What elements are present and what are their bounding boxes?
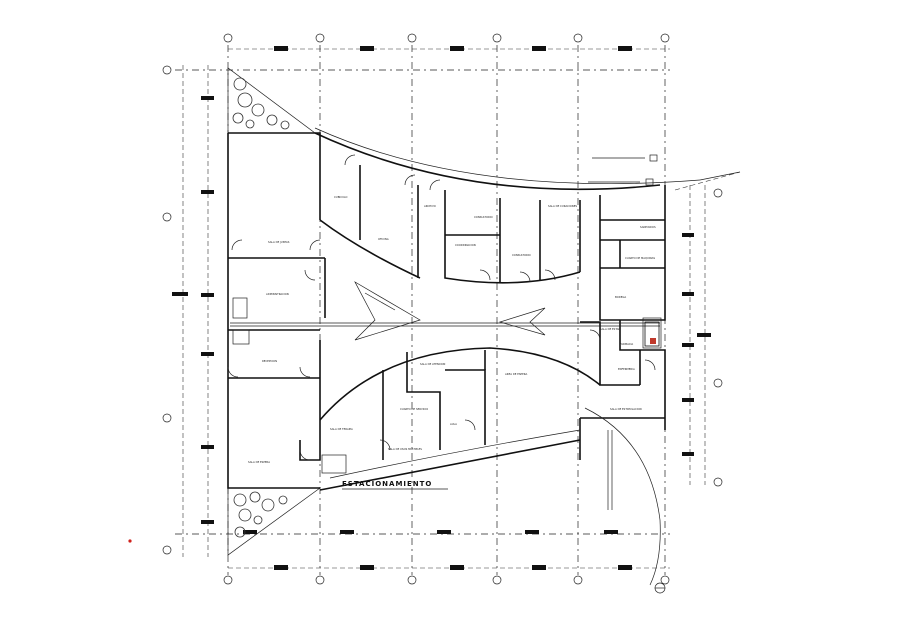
room-label: OFICINA	[378, 237, 389, 241]
room-label: SALA DE ATENCION	[420, 362, 445, 366]
room-label: AULA	[450, 422, 457, 426]
planter-bottom-left	[227, 487, 322, 556]
north-arrow-symbol	[654, 582, 666, 594]
room-label: SANITARIOS	[640, 225, 656, 229]
room-label: ENFERMERIA	[618, 367, 635, 371]
exterior-walkway	[584, 407, 661, 586]
room-label: CONSULTORIO	[474, 215, 493, 219]
entrance-arrow-right	[498, 307, 546, 336]
room-label: FARMACIA	[620, 342, 633, 346]
top-grid-bubbles	[162, 33, 723, 585]
legend-marks	[588, 154, 658, 186]
room-label: AREA DE ESPERA	[505, 372, 527, 376]
room-label: CUARTO DE MAQUINAS	[625, 256, 655, 260]
room-label: SALA DE ESPERA	[248, 460, 270, 464]
origin-marker	[128, 539, 132, 543]
room-labels: SALA DE ESPERA RECEPCION ADMINISTRACION …	[248, 195, 656, 464]
room-label: SALA DE ESTIMULACION	[610, 407, 642, 411]
corridor-axis	[230, 322, 660, 327]
room-label: CONSULTORIO	[512, 253, 531, 257]
room-label: SALA DE USOS MULTIPLES	[388, 447, 422, 451]
room-label: ARCHIVO	[424, 204, 436, 208]
left-dimension-lines	[182, 65, 741, 557]
top-dimension-line	[228, 48, 670, 569]
entrance-arrow-left	[354, 281, 421, 341]
room-label: RECEPCION	[262, 359, 277, 363]
parking-label: ESTACIONAMIENTO	[342, 480, 432, 488]
door-swings	[227, 154, 656, 461]
room-label: BODEGA	[615, 295, 626, 299]
horizontal-grid-axes	[175, 69, 670, 535]
dimension-markers	[172, 46, 711, 570]
room-label: COORDINACION	[455, 243, 476, 247]
room-label: CUARTO DE SERVICIO	[400, 407, 428, 411]
room-label: ADMINISTRACION	[266, 292, 289, 296]
planter-top-left	[227, 67, 317, 134]
equipment-block	[644, 321, 660, 347]
building-walls	[227, 127, 741, 491]
room-label: SALA DE CURACIONES	[548, 204, 577, 208]
room-label: SALA DE JUNTAS	[268, 240, 290, 244]
room-label: SALA DE TERAPIA	[330, 427, 353, 431]
room-label: SALA DE ESTAR	[600, 327, 620, 331]
room-label: CUBICULO	[334, 195, 347, 199]
